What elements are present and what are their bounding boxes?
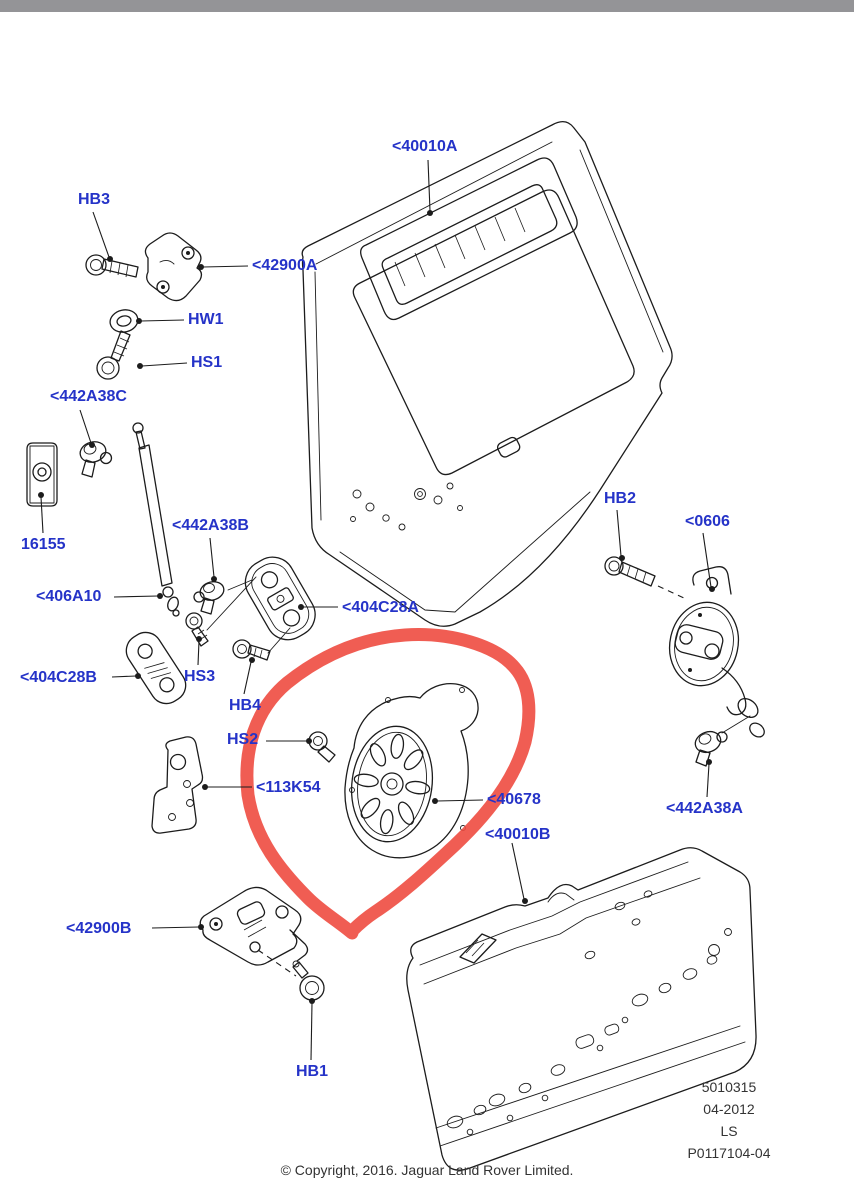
part-label-404C28B[interactable]: <404C28B	[20, 669, 97, 686]
bolt-HB4	[232, 627, 291, 661]
doc-date: 04-2012	[703, 1101, 755, 1117]
part-label-HW1[interactable]: HW1	[188, 311, 224, 328]
bracket-113K54	[151, 736, 204, 834]
rivet-HS2	[308, 731, 336, 763]
part-label-0606[interactable]: <0606	[685, 513, 730, 530]
part-label-42900B[interactable]: <42900B	[66, 920, 132, 937]
part-label-HB3[interactable]: HB3	[78, 191, 111, 208]
upper-hinge-42900A	[144, 232, 203, 302]
bolt-HS1	[96, 330, 131, 380]
striker-bracket-404C28A	[244, 556, 316, 641]
part-label-42900A[interactable]: <42900A	[252, 257, 318, 274]
reference-block: 5010315 04-2012 LS P0117104-04	[655, 1076, 803, 1164]
washer-HW1	[109, 309, 139, 333]
part-label-HS1[interactable]: HS1	[191, 354, 223, 371]
upper-tailgate-panel	[301, 121, 673, 627]
highlight-marker	[240, 628, 536, 940]
plate-16155	[26, 442, 58, 507]
part-label-HB4[interactable]: HB4	[229, 697, 262, 714]
bolt-HB1	[292, 960, 325, 1001]
copyright-line: © Copyright, 2016. Jaguar Land Rover Lim…	[280, 1162, 574, 1178]
top-bar	[0, 0, 854, 12]
part-label-442A38A[interactable]: <442A38A	[666, 800, 743, 817]
part-label-40010B[interactable]: <40010B	[485, 826, 551, 843]
leader-lines	[38, 159, 715, 1061]
part-label-442A38C[interactable]: <442A38C	[50, 388, 127, 405]
part-label-16155[interactable]: 16155	[21, 536, 66, 553]
part-label-HS3[interactable]: HS3	[184, 668, 216, 685]
striker-bracket-404C28B	[125, 631, 187, 705]
lower-tailgate-panel	[406, 847, 757, 1171]
doc-ref: P0117104-04	[687, 1145, 771, 1161]
bolt-HB3	[85, 254, 139, 278]
doc-market: LS	[720, 1123, 738, 1139]
gas-strut-406A10	[132, 422, 180, 617]
part-label-113K54[interactable]: <113K54	[256, 779, 321, 796]
part-label-406A10[interactable]: <406A10	[36, 588, 102, 605]
speaker-40678	[344, 682, 479, 859]
clip-nut-442A38B	[193, 579, 253, 615]
part-label-HS2[interactable]: HS2	[227, 731, 259, 748]
bolt-HS3	[185, 576, 257, 647]
clip-442A38A	[694, 730, 728, 767]
part-label-HB1[interactable]: HB1	[296, 1063, 329, 1080]
bolt-HB2	[604, 556, 687, 600]
doc-number: 5010315	[701, 1079, 757, 1095]
part-label-404C28A[interactable]: <404C28A	[342, 599, 419, 616]
part-label-40010A[interactable]: <40010A	[392, 138, 458, 155]
lower-hinge-42900B	[199, 886, 309, 977]
part-label-40678[interactable]: <40678	[487, 791, 541, 808]
latch-0606	[668, 566, 765, 738]
part-label-HB2[interactable]: HB2	[604, 490, 637, 507]
part-label-442A38B[interactable]: <442A38B	[172, 517, 249, 534]
